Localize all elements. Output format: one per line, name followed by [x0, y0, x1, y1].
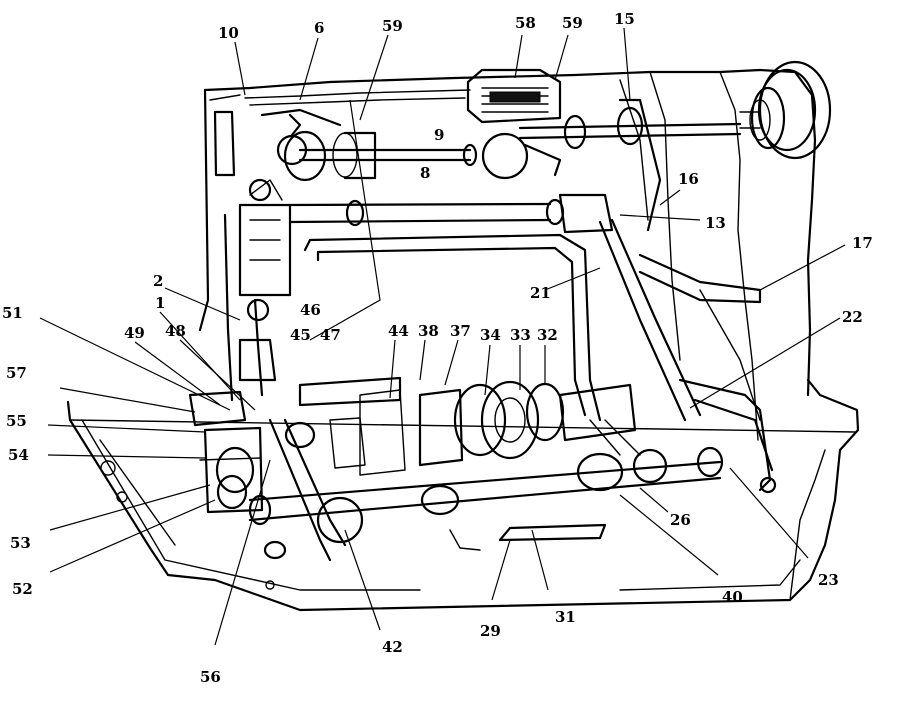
label-31: 31 [555, 608, 576, 626]
label-6: 6 [314, 19, 324, 37]
label-8: 8 [420, 164, 430, 182]
upper-main-shaft [283, 98, 742, 232]
label-48: 48 [165, 322, 186, 340]
shaft-8 [288, 193, 614, 234]
label-53: 53 [10, 534, 31, 552]
label-2: 2 [153, 272, 163, 290]
tension-block-58 [466, 68, 562, 124]
needle-head [213, 110, 292, 402]
label-9: 9 [434, 126, 444, 144]
lower-main-shaft [248, 446, 724, 551]
label-51: 51 [2, 304, 23, 322]
label-42: 42 [382, 638, 403, 656]
label-10: 10 [218, 24, 239, 42]
thread-path-top [244, 89, 471, 202]
label-16: 16 [678, 170, 699, 188]
label-59-right: 59 [562, 14, 583, 32]
label-13: 13 [705, 214, 726, 232]
handwheel [739, 60, 832, 160]
label-17: 17 [852, 234, 873, 252]
label-54: 54 [8, 446, 29, 464]
label-40: 40 [722, 588, 743, 606]
label-56: 56 [200, 668, 221, 686]
label-47: 47 [320, 326, 341, 344]
machine-base [66, 378, 860, 612]
callout-labels: 10 6 59 58 59 15 9 8 16 13 17 2 21 46 51… [2, 10, 873, 686]
label-58: 58 [515, 14, 536, 32]
label-46: 46 [300, 301, 321, 319]
label-26: 26 [670, 511, 691, 529]
curved-link-21 [303, 233, 602, 422]
label-45: 45 [290, 326, 311, 344]
label-49: 49 [124, 324, 145, 342]
label-15: 15 [614, 10, 635, 28]
label-59-left: 59 [382, 17, 403, 35]
label-37: 37 [450, 322, 471, 340]
cam-assembly [298, 376, 641, 476]
label-38: 38 [418, 322, 439, 340]
label-32: 32 [537, 326, 558, 344]
label-22: 22 [842, 308, 863, 326]
label-23: 23 [818, 571, 839, 589]
label-44: 44 [388, 322, 409, 340]
leader-lines [39, 27, 846, 646]
label-29: 29 [480, 622, 501, 640]
label-55: 55 [6, 412, 27, 430]
label-33: 33 [510, 326, 531, 344]
upper-arm-housing [198, 68, 817, 441]
label-57: 57 [6, 364, 27, 382]
lower-left-mechanism [188, 390, 347, 562]
label-52: 52 [12, 580, 33, 598]
linkage-rods [598, 218, 777, 494]
label-1: 1 [155, 294, 165, 312]
label-34: 34 [480, 326, 501, 344]
label-21: 21 [530, 284, 551, 302]
